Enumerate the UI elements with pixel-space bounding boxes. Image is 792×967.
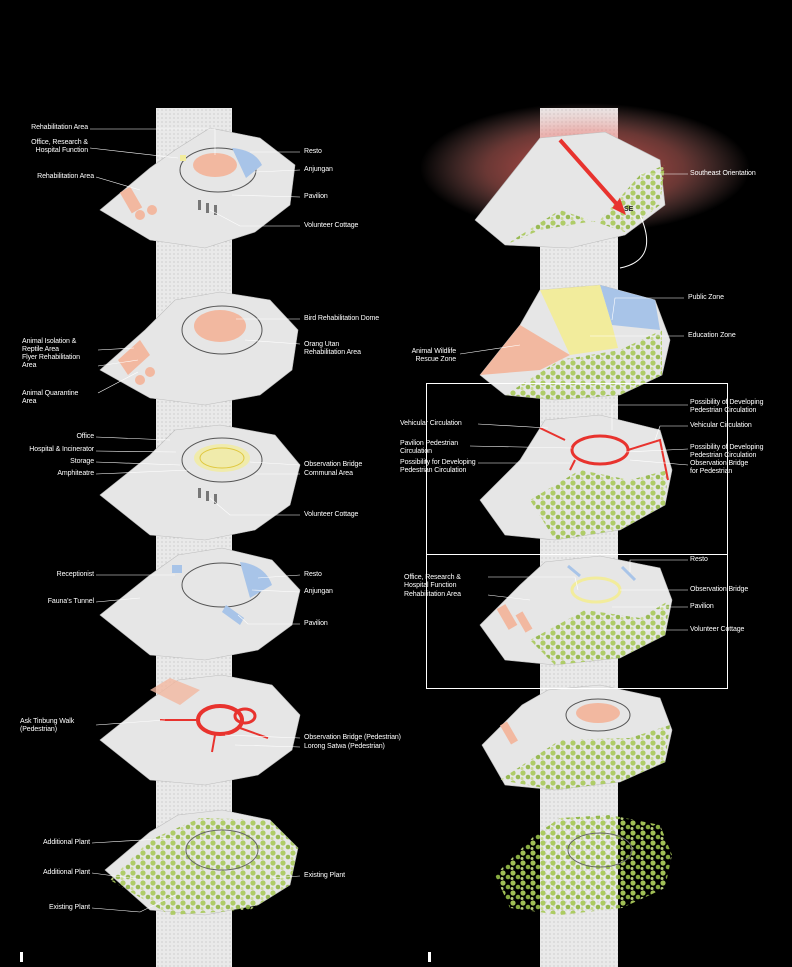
left-panel-4-public-facilities [99, 547, 301, 661]
label-pavilion-1: Pavilion [304, 193, 328, 200]
left-panel-2-rehab-areas [99, 291, 299, 406]
label-observation-bridge-3: Observation Bridge [304, 461, 363, 468]
label-se: SE [624, 206, 634, 213]
label-faunas-tunnel: Fauna's Tunnel [47, 598, 94, 605]
label-rescue-zone: Animal Wildlife Rescue Zone [411, 348, 457, 363]
label-animal-quarantine: Animal Quarantine Area [22, 390, 79, 405]
right-panel-4-program [479, 555, 673, 666]
label-observation-bridge-for-pedestrian: Observation Bridge for Pedestrian [690, 460, 749, 475]
left-panel-1-site-program [99, 127, 296, 249]
label-rehabilitation-area-left: Rehabilitation Area [37, 173, 94, 180]
label-pavilion-4: Pavilion [304, 620, 328, 627]
label-existing-plant-bottom: Existing Plant [48, 904, 90, 911]
label-vehicular-circulation-left: Vehicular Circulation [400, 420, 462, 427]
leader-lines [89, 128, 689, 913]
label-volunteer-cottage-1: Volunteer Cottage [304, 222, 359, 229]
right-panel-1-orientation [420, 103, 750, 269]
label-additional-plant-2: Additional Plant [42, 869, 90, 876]
label-anjungan-4: Anjungan [304, 588, 333, 595]
label-vehicular-circulation-right: Vehicular Circulation [690, 422, 752, 429]
label-rehab-area-right: Rehabilitation Area [404, 591, 461, 598]
label-amphitheatre: Amphiteatre [57, 470, 94, 477]
label-resto-1: Resto [304, 148, 322, 155]
label-observation-bridge-pedestrian: Observation Bridge (Pedestrian) [304, 734, 401, 741]
left-panel-5-circulation [99, 674, 301, 786]
right-panel-2-zoning [479, 284, 671, 401]
page-tick-right [428, 952, 431, 962]
right-panel-6-vegetation [495, 815, 672, 915]
label-hospital-incinerator: Hospital & Incinerator [29, 446, 94, 453]
label-observation-bridge-right: Observation Bridge [690, 586, 749, 593]
label-storage: Storage [70, 458, 94, 465]
label-communal-area: Communal Area [304, 470, 353, 477]
label-pavilion-pedestrian: Pavilion Pedestrian Circulation [400, 440, 459, 455]
highlight-divider [426, 383, 728, 555]
label-anjungan-1: Anjungan [304, 166, 333, 173]
label-volunteer-cottage-right: Volunteer Cottage [690, 626, 745, 633]
right-panel-5-composite [481, 684, 673, 791]
page-tick-left [20, 952, 23, 962]
label-bird-dome: Bird Rehabilitation Dome [304, 315, 380, 322]
label-office-research: Office, Research & Hospital Function [31, 139, 88, 154]
label-orang-utan: Orang Utan Rehabilitation Area [304, 341, 361, 356]
label-ask-tinbung-walk: Ask Tinbung Walk (Pedestrian) [20, 718, 75, 733]
left-panel-3-facilities [99, 424, 301, 541]
right-panel-3-circulation [479, 414, 673, 541]
label-office: Office [76, 433, 94, 440]
label-possibility-left: Possibility for Developing Pedestrian Ci… [400, 459, 476, 474]
label-education-zone: Education Zone [688, 332, 736, 339]
label-animal-isolation: Animal Isolation & Reptile Area Flyer Re… [22, 338, 80, 369]
label-possibility-right: Possibility of Developing Pedestrian Cir… [690, 444, 764, 459]
label-resto-4: Resto [304, 571, 322, 578]
label-possibility-top: Possibility of Developing Pedestrian Cir… [690, 399, 764, 414]
label-rehabilitation-area-top: Rehabilitation Area [31, 124, 88, 131]
label-resto-right: Resto [690, 556, 708, 563]
label-southeast-orientation: Southeast Orientation [690, 170, 756, 177]
label-office-research-right: Office, Research & Hospital Function [404, 574, 461, 589]
label-volunteer-cottage-3: Volunteer Cottage [304, 511, 359, 518]
label-existing-plant-right: Existing Plant [304, 872, 346, 879]
label-pavilion-right: Pavilion [690, 603, 714, 610]
label-additional-plant-1: Additional Plant [42, 839, 90, 846]
left-panel-6-vegetation [104, 809, 299, 916]
label-lorong-satwa: Lorong Satwa (Pedestrian) [304, 743, 385, 750]
label-receptionist: Receptionist [56, 571, 94, 578]
label-public-zone: Public Zone [688, 294, 724, 301]
